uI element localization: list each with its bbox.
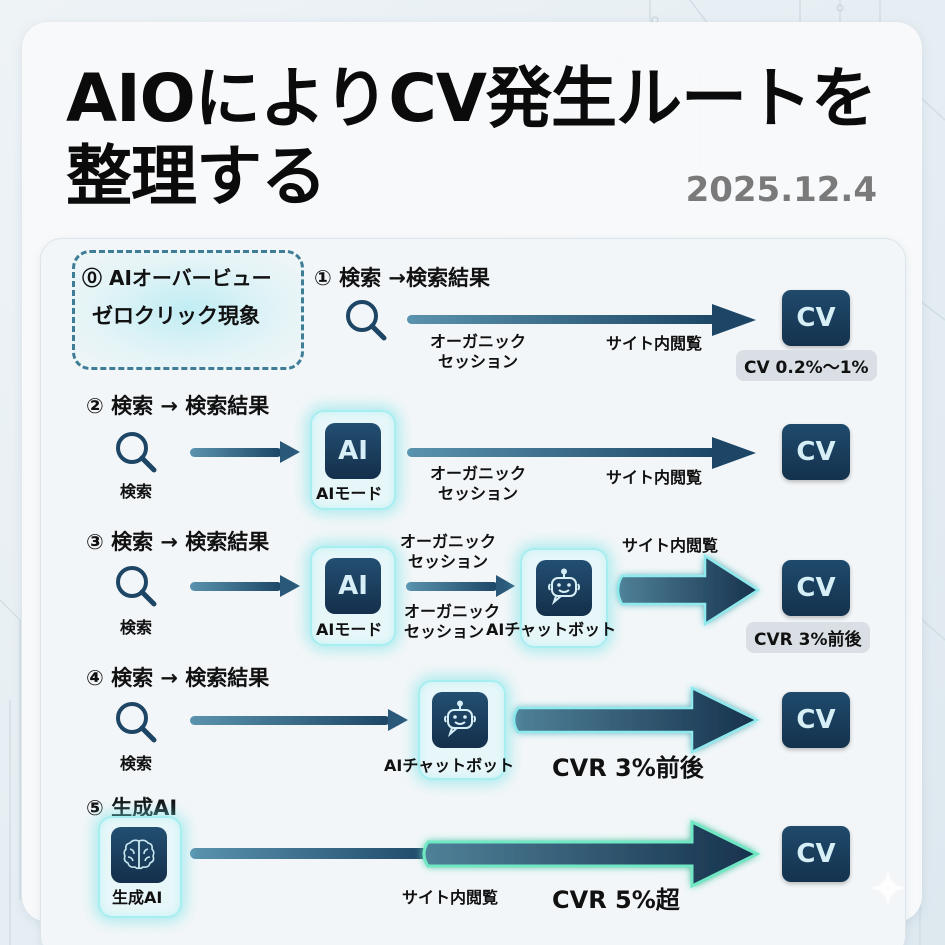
- route4-chatbot-icon: [432, 692, 488, 748]
- route0-heading: ⓪ AIオーバービュー: [82, 266, 272, 290]
- route3-organic-bottom-line2: セッション: [404, 622, 485, 641]
- route0-zero-click-box: [72, 250, 304, 370]
- route3-organic-top-line1: オーガニック: [400, 532, 497, 551]
- route3-ai-mode-icon: AI: [325, 558, 381, 614]
- route3-search-label: 検索: [120, 618, 153, 637]
- route2-arrow-ai-to-cv: [407, 437, 756, 469]
- route2-organic-line1: オーガニック: [430, 464, 527, 483]
- route3-arrow-ai-to-bot: [406, 575, 515, 597]
- route1-search-icon: [346, 300, 387, 341]
- route3-organic-session-top-label: オーガニック セッション: [400, 532, 496, 572]
- route1-heading: ① 検索 →検索結果: [314, 266, 490, 290]
- route2-search-label: 検索: [120, 482, 153, 501]
- route3-cv-box: CV: [782, 560, 850, 616]
- route4-chatbot-label: AIチャットボット: [384, 756, 515, 775]
- route4-arrow-bot-to-cv: [512, 685, 760, 755]
- route4-heading: ④ 検索 → 検索結果: [86, 666, 270, 690]
- route5-cvr-label: CVR 5%超: [552, 886, 680, 914]
- page-title: AIOによりCV発生ルートを 整理する: [66, 60, 877, 216]
- route3-organic-bottom-line1: オーガニック: [404, 602, 501, 621]
- route5-cv-box: CV: [782, 826, 850, 882]
- route3-arrow-bot-to-cv: [616, 553, 761, 627]
- sparkle-icon: [870, 870, 906, 906]
- robot-icon: [444, 700, 476, 738]
- route3-organic-top-line2: セッション: [408, 552, 489, 571]
- route3-arrow-search-to-ai: [190, 575, 300, 597]
- route2-heading: ② 検索 → 検索結果: [86, 394, 270, 418]
- route5-genai-label: 生成AI: [112, 888, 163, 907]
- route5-arrow: [190, 819, 761, 889]
- route4-cvr-label: CVR 3%前後: [552, 754, 704, 782]
- route1-organic-line1: オーガニック: [430, 332, 527, 351]
- route2-search-icon: [116, 432, 157, 473]
- route3-chatbot-icon: [536, 560, 592, 616]
- route2-ai-mode-icon: AI: [325, 423, 381, 479]
- route4-search-label: 検索: [120, 754, 153, 773]
- route1-organic-session-label: オーガニック セッション: [430, 332, 526, 372]
- route4-search-icon: [116, 702, 157, 743]
- route0-subtitle: ゼロクリック現象: [92, 304, 260, 328]
- route4-arrow-search-to-bot: [190, 709, 408, 731]
- route2-arrow-search-to-ai: [190, 441, 300, 463]
- route5-genai-icon: [111, 827, 167, 883]
- page-title-line2: 整理する: [66, 138, 327, 215]
- page-title-line1: AIOによりCV発生ルートを: [66, 60, 877, 137]
- route3-organic-session-bottom-label: オーガニック セッション: [404, 602, 500, 642]
- date-label: 2025.12.4: [685, 170, 877, 210]
- route4-cv-box: CV: [782, 692, 850, 748]
- route1-organic-line2: セッション: [438, 352, 519, 371]
- route1-browse-label: サイト内閲覧: [606, 334, 703, 353]
- route3-search-icon: [116, 566, 157, 607]
- route3-ai-mode-label: AIモード: [316, 620, 383, 639]
- route3-cvr-badge: CVR 3%前後: [746, 622, 870, 653]
- route3-chatbot-label: AIチャットボット: [486, 620, 617, 639]
- route3-heading: ③ 検索 → 検索結果: [86, 530, 270, 554]
- route1-cv-box: CV: [782, 290, 850, 346]
- robot-icon: [548, 568, 580, 606]
- route2-organic-session-label: オーガニック セッション: [430, 464, 526, 504]
- route2-cv-box: CV: [782, 424, 850, 480]
- route5-browse-label: サイト内閲覧: [402, 888, 499, 907]
- route3-browse-label: サイト内閲覧: [622, 536, 719, 555]
- route1-cv-rate-badge: CV 0.2%〜1%: [736, 350, 877, 381]
- route1-arrow: [407, 304, 756, 336]
- route2-browse-label: サイト内閲覧: [606, 468, 703, 487]
- route2-ai-mode-label: AIモード: [316, 484, 383, 503]
- route2-organic-line2: セッション: [438, 484, 519, 503]
- brain-icon: [123, 839, 155, 870]
